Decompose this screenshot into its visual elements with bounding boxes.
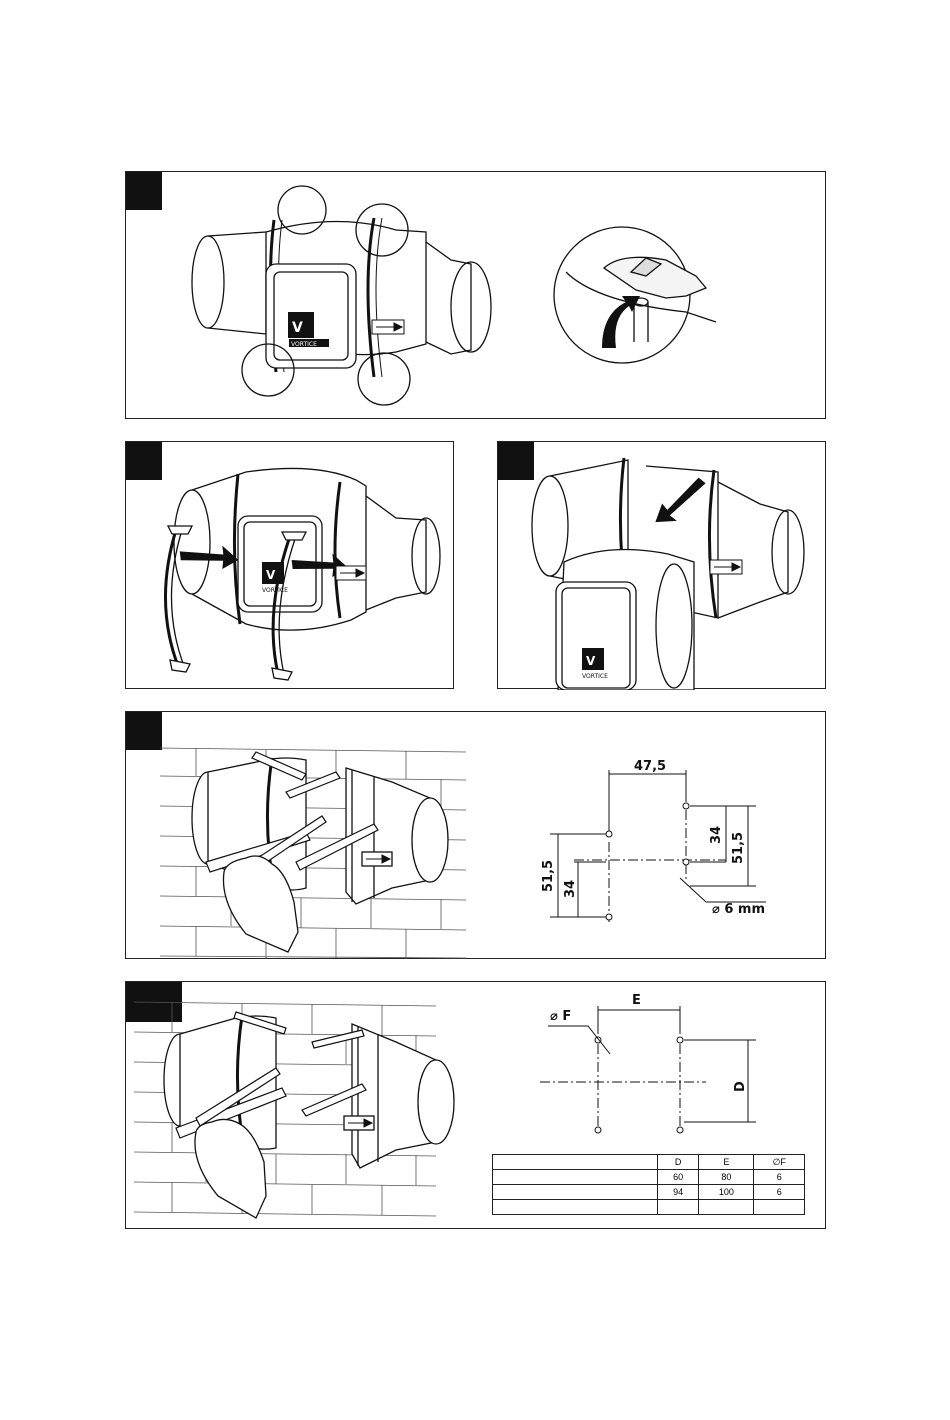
table-cell: 6 bbox=[754, 1170, 805, 1185]
svg-text:V: V bbox=[292, 320, 303, 336]
figure-5-label-f: ⌀ F bbox=[550, 1009, 571, 1024]
figure-4-dim-515-left: 51,5 bbox=[541, 860, 556, 892]
table-header-d: D bbox=[658, 1155, 699, 1170]
figure-4-hole-diameter: ⌀ 6 mm bbox=[712, 902, 765, 917]
table-cell: 80 bbox=[699, 1170, 754, 1185]
figure-1-brand-label: VORTICE bbox=[291, 341, 317, 348]
figure-4-dim-34-right: 34 bbox=[709, 826, 724, 844]
figure-2-brand-label: VORTICE bbox=[262, 587, 288, 594]
figure-3-panel: V VORTICE bbox=[497, 441, 826, 689]
table-header-f: ∅F bbox=[754, 1155, 805, 1170]
table-cell: 6 bbox=[754, 1185, 805, 1200]
figure-5-spec-table: D E ∅F 60 80 6 94 100 6 bbox=[492, 1154, 805, 1215]
table-cell: 100 bbox=[699, 1185, 754, 1200]
table-cell bbox=[493, 1185, 658, 1200]
table-header-row: D E ∅F bbox=[493, 1155, 805, 1170]
figure-4-illustration: 47,5 34 51,5 51,5 34 ⌀ 6 mm bbox=[126, 712, 827, 960]
svg-text:V: V bbox=[586, 654, 596, 668]
figure-4-dim-34-left: 34 bbox=[563, 880, 578, 898]
figure-5-panel: E ⌀ F D D E ∅F 60 80 6 94 100 6 bbox=[125, 981, 826, 1229]
figure-2-illustration: V VORTICE bbox=[126, 442, 455, 690]
figure-4-dim-horizontal: 47,5 bbox=[634, 759, 666, 774]
figure-3-illustration: V VORTICE bbox=[498, 442, 827, 690]
table-cell bbox=[699, 1200, 754, 1215]
table-header-e: E bbox=[699, 1155, 754, 1170]
figure-1-panel: V VORTICE bbox=[125, 171, 826, 419]
table-cell: 60 bbox=[658, 1170, 699, 1185]
figure-2-panel: V VORTICE bbox=[125, 441, 454, 689]
table-row bbox=[493, 1200, 805, 1215]
table-cell bbox=[658, 1200, 699, 1215]
table-cell bbox=[754, 1200, 805, 1215]
table-row: 94 100 6 bbox=[493, 1185, 805, 1200]
table-cell bbox=[493, 1200, 658, 1215]
table-cell bbox=[493, 1155, 658, 1170]
table-cell: 94 bbox=[658, 1185, 699, 1200]
figure-4-panel: 47,5 34 51,5 51,5 34 ⌀ 6 mm bbox=[125, 711, 826, 959]
figure-5-label-e: E bbox=[632, 993, 641, 1008]
svg-text:V: V bbox=[266, 568, 276, 582]
figure-1-illustration: V VORTICE bbox=[126, 172, 827, 420]
table-row: 60 80 6 bbox=[493, 1170, 805, 1185]
figure-3-brand-label: VORTICE bbox=[582, 673, 608, 680]
figure-5-label-d: D bbox=[733, 1081, 748, 1092]
figure-4-dim-515-right: 51,5 bbox=[731, 832, 746, 864]
table-cell bbox=[493, 1170, 658, 1185]
